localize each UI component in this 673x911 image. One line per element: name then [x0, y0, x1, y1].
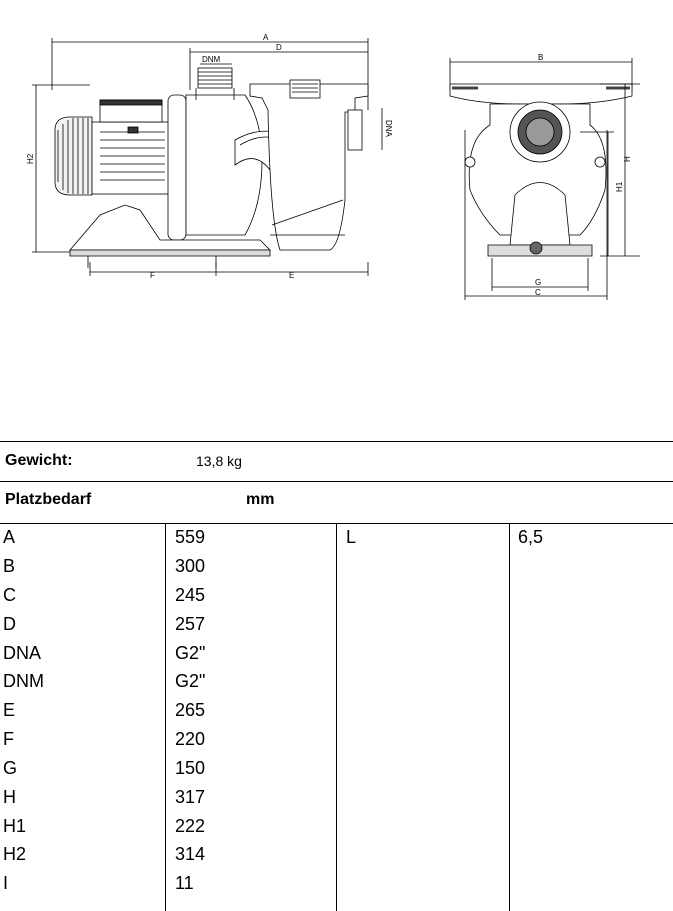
table-row-value: 257: [175, 614, 206, 634]
table-row-value: 150: [175, 758, 206, 778]
dim-label-f: F: [150, 271, 155, 280]
dim-label-c: C: [535, 288, 541, 297]
table-row-key: C: [3, 585, 16, 605]
dim-label-d: D: [276, 43, 282, 52]
table-row-key: DNA: [3, 643, 42, 663]
table-row-value: 220: [175, 729, 206, 749]
table-row-key: B: [3, 556, 16, 576]
table-row-key: DNM: [3, 671, 44, 691]
table-row-value: 11: [175, 873, 194, 893]
divider: [0, 481, 673, 482]
dim-label-dnm: DNM: [202, 55, 221, 64]
table-row-key: G: [3, 758, 18, 778]
column-separator: [165, 523, 166, 911]
extra-value: 6,5: [518, 527, 544, 547]
table-row-key: I: [3, 873, 9, 893]
weight-label: Gewicht:: [5, 452, 73, 469]
table-row-value: G2": [175, 643, 206, 663]
table-row-key: D: [3, 614, 16, 634]
column-separator: [509, 523, 510, 911]
divider: [0, 441, 673, 442]
pump-technical-drawing: A D DNM DNA H2 F E B H H1 G C: [26, 33, 640, 300]
table-row-key: F: [3, 729, 14, 749]
table-row-value: G2": [175, 671, 206, 691]
dim-label-b: B: [538, 53, 543, 62]
dim-label-h1: H1: [615, 181, 624, 192]
dim-label-a: A: [263, 33, 269, 42]
dim-label-h: H: [623, 156, 632, 162]
table-row-key: A: [3, 527, 16, 547]
table-row-value: 314: [175, 844, 206, 864]
table-row-value: 245: [175, 585, 206, 605]
table-row-value: 559: [175, 527, 206, 547]
table-row-key: H: [3, 787, 16, 807]
dim-label-g: G: [535, 278, 541, 287]
table-row-value: 300: [175, 556, 206, 576]
dim-label-e: E: [289, 271, 294, 280]
dim-label-dna: DNA: [384, 120, 393, 138]
table-row-value: 317: [175, 787, 206, 807]
column-separator: [336, 523, 337, 911]
table-row-key: H1: [3, 816, 27, 836]
space-label: Platzbedarf: [5, 491, 92, 508]
table-row-key: E: [3, 700, 16, 720]
dim-label-h2: H2: [26, 153, 35, 164]
table-row-key: H2: [3, 844, 27, 864]
table-row-value: 222: [175, 816, 206, 836]
space-unit: mm: [246, 491, 275, 508]
table-row-value: 265: [175, 700, 206, 720]
weight-value: 13,8 kg: [196, 453, 242, 469]
extra-key: L: [346, 527, 357, 547]
